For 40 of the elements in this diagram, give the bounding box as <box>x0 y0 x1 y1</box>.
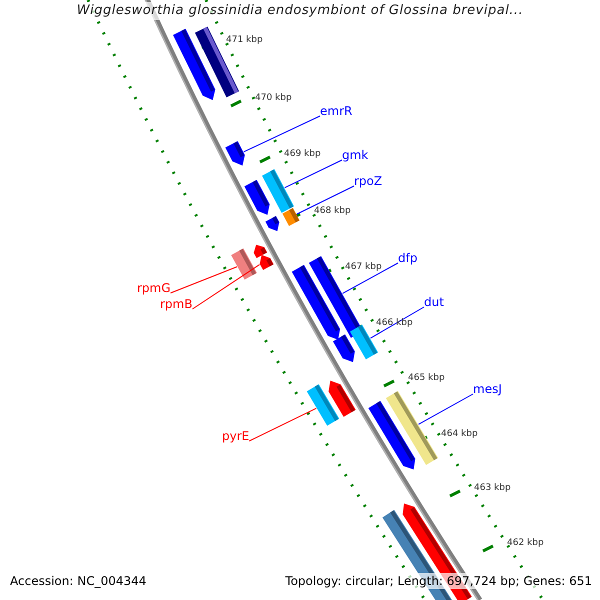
kbp-label: 470 kbp <box>255 92 292 104</box>
kbp-label: 466 kbp <box>376 317 413 329</box>
gene-label: rpoZ <box>354 174 382 188</box>
kbp-label: 463 kbp <box>474 482 511 494</box>
leader-line <box>284 160 342 188</box>
kbp-label: 467 kbp <box>345 261 382 273</box>
gene-feature-block <box>282 208 300 226</box>
leader-line <box>248 408 317 442</box>
gene-feature-block <box>231 248 257 280</box>
kbp-label: 471 kbp <box>226 34 263 46</box>
kbp-label: 469 kbp <box>284 148 321 160</box>
gene-feature-block <box>332 334 355 362</box>
gene-feature-block <box>328 380 356 417</box>
kbp-label: 465 kbp <box>408 372 445 384</box>
gene-feature-block <box>265 216 280 232</box>
gene-feature-block <box>262 169 294 213</box>
kbp-label: 464 kbp <box>441 428 478 440</box>
gene-label: rpmB <box>160 297 192 311</box>
gene-feature-block <box>350 324 378 360</box>
gene-label: mesJ <box>473 382 502 396</box>
kbp-label: 462 kbp <box>507 537 544 549</box>
leader-line <box>296 186 354 215</box>
gene-label: dfp <box>398 251 418 265</box>
gene-feature-block <box>386 390 438 466</box>
gene-label: dut <box>424 295 444 309</box>
leader-line <box>170 266 238 294</box>
gene-label: pyrE <box>222 429 250 443</box>
gene-label: gmk <box>342 148 368 162</box>
gene-feature-block <box>225 141 245 166</box>
kbp-label: 468 kbp <box>314 205 351 217</box>
leader-line <box>418 394 474 425</box>
genome-summary-text: Topology: circular; Length: 697,724 bp; Genes: 651 <box>283 573 594 589</box>
accession-text: Accession: NC_004344 <box>8 573 148 589</box>
gene-label: rpmG <box>137 281 171 295</box>
gene-feature-block <box>260 254 274 270</box>
leader-line <box>192 264 260 310</box>
leader-line <box>370 306 424 339</box>
leader-line <box>342 262 398 294</box>
gene-label: emrR <box>320 104 352 118</box>
leader-line <box>243 116 320 152</box>
